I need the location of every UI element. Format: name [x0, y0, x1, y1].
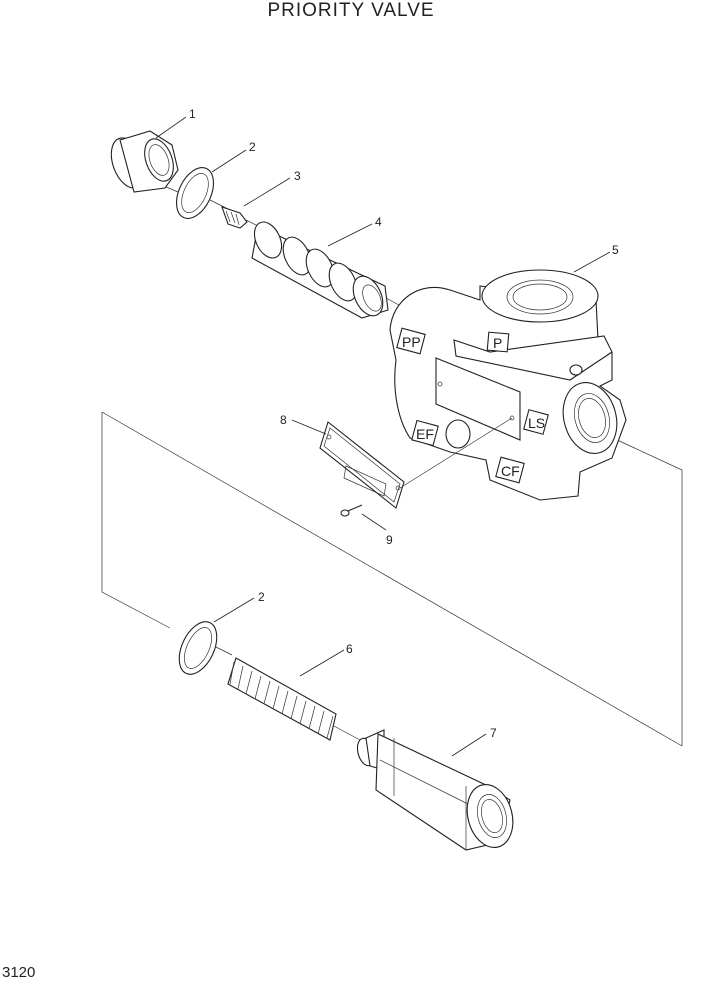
callout-7: 7	[490, 726, 497, 740]
port-label-p: P	[493, 335, 502, 351]
part-2-o-ring-lower	[178, 621, 218, 675]
callout-2-upper: 2	[249, 140, 256, 154]
port-label-ls: LS	[528, 415, 545, 431]
callout-6: 6	[346, 642, 353, 656]
callout-5: 5	[612, 243, 619, 257]
part-6-spring	[227, 657, 337, 741]
part-5-valve-body: PP P EF LS CF	[389, 269, 627, 501]
part-4-spool	[251, 221, 389, 319]
callout-9: 9	[386, 533, 393, 547]
port-label-cf: CF	[501, 463, 520, 479]
part-9-drive-screw	[340, 504, 363, 517]
part-3-screw	[221, 206, 248, 229]
part-1-plug	[110, 130, 179, 193]
callout-2-lower: 2	[258, 590, 265, 604]
callout-numbers: 1 2 3 4 5 8 9 2 6 7	[189, 107, 619, 740]
callout-8: 8	[280, 413, 287, 427]
leader-lines	[155, 116, 611, 757]
callout-1: 1	[189, 107, 196, 121]
callout-3: 3	[294, 169, 301, 183]
page-number: 3120	[2, 964, 36, 981]
part-7-housing	[356, 729, 514, 851]
part-8-name-plate	[319, 417, 513, 509]
part-2-o-ring-upper	[175, 167, 215, 219]
callout-4: 4	[375, 215, 382, 229]
port-label-ef: EF	[416, 426, 434, 442]
port-label-pp: PP	[402, 334, 421, 350]
page-title: PRIORITY VALVE	[267, 0, 435, 21]
